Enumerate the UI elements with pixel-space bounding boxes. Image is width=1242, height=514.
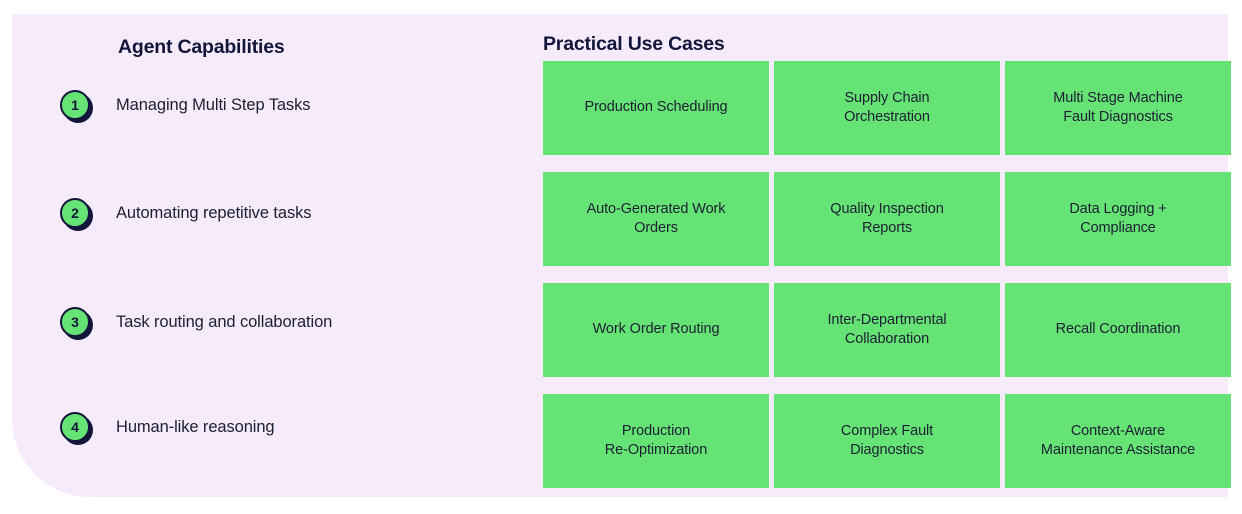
capability-label-4: Human-like reasoning [116,417,275,436]
capability-label-3: Task routing and collaboration [116,312,333,331]
use-case-card-work-order-routing[interactable]: Work Order Routing [543,283,769,377]
capability-row-3[interactable]: 3 Task routing and collaboration [60,305,332,339]
agent-capabilities-heading: Agent Capabilities [118,36,285,58]
capability-number-badge-1: 1 [60,90,90,120]
capability-number-badge-2: 2 [60,198,90,228]
use-case-card-label: Recall Coordination [1055,321,1181,338]
capability-label-2: Automating repetitive tasks [116,203,312,222]
capability-row-2[interactable]: 2 Automating repetitive tasks [60,196,312,230]
capability-number-badge-4: 4 [60,412,90,442]
capability-label-1: Managing Multi Step Tasks [116,95,311,114]
capability-row-1[interactable]: 1 Managing Multi Step Tasks [60,88,310,122]
use-case-card-label: Data Logging +Compliance [1069,200,1167,236]
practical-use-cases-heading: Practical Use Cases [543,33,725,55]
agent-capabilities-section: Agent Capabilities 1 Managing Multi Step… [0,0,535,514]
use-case-card-label: Work Order Routing [592,321,720,338]
capability-row-4[interactable]: 4 Human-like reasoning [60,410,275,444]
use-case-card-label: Production Scheduling [584,99,728,116]
use-case-card-production-scheduling[interactable]: Production Scheduling [543,61,769,155]
use-case-card-recall-coordination[interactable]: Recall Coordination [1005,283,1231,377]
use-case-card-data-logging-compliance[interactable]: Data Logging +Compliance [1005,172,1231,266]
capability-number-badge-3: 3 [60,307,90,337]
